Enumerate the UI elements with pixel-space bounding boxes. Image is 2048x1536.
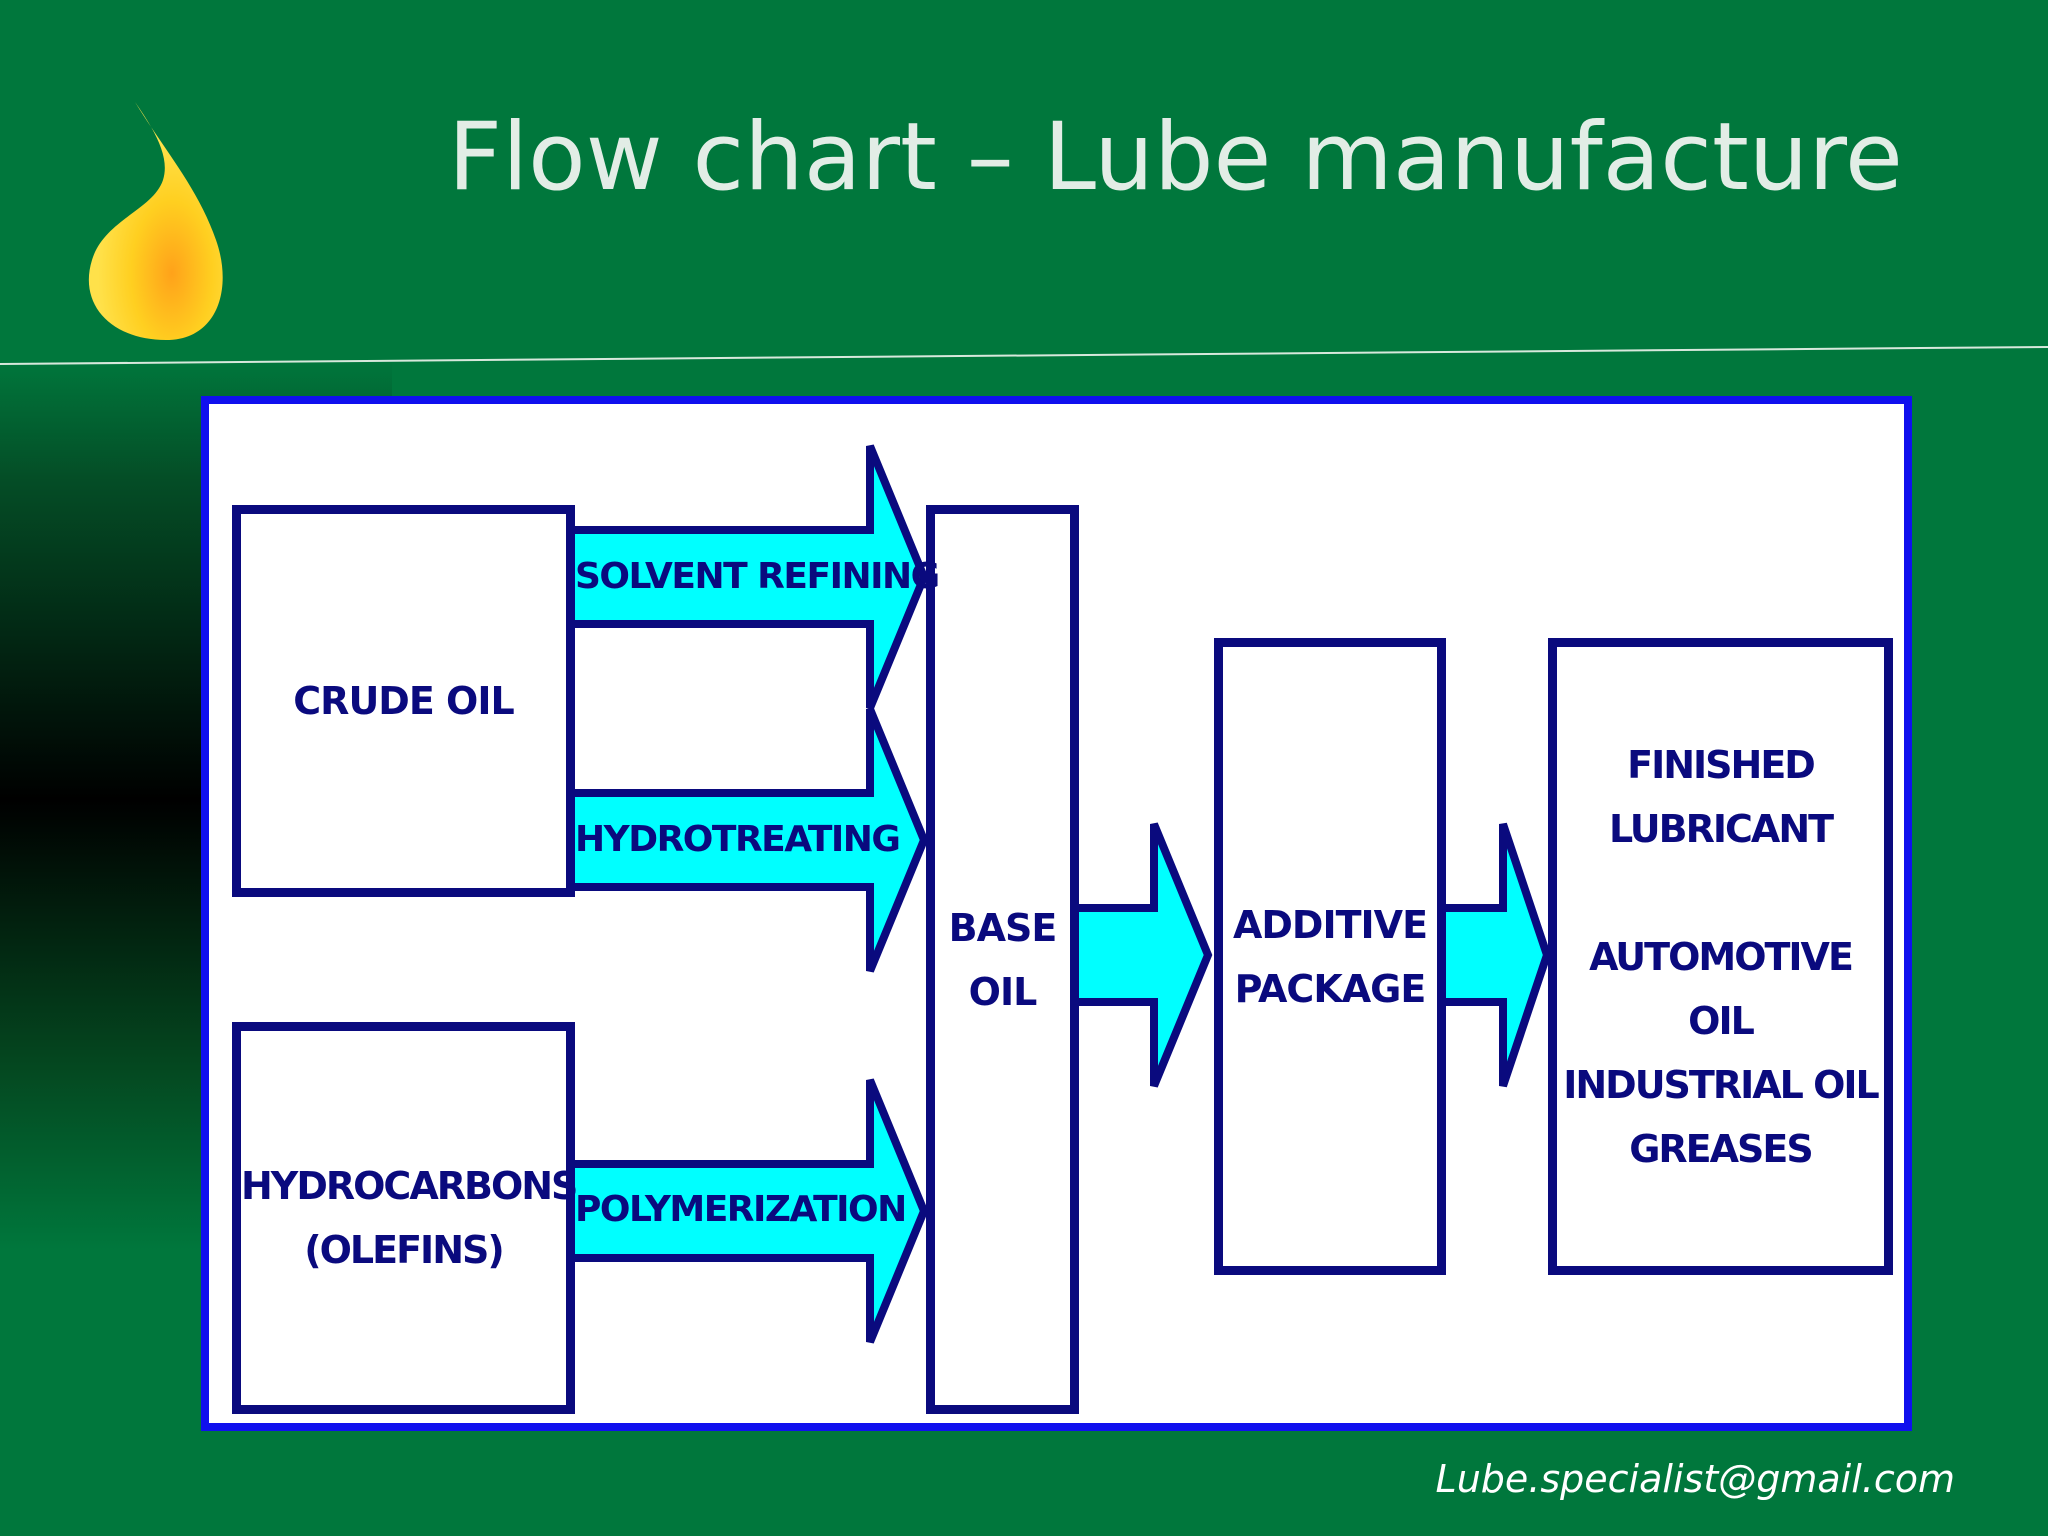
slide-title: Flow chart – Lube manufacture bbox=[448, 103, 1903, 212]
arrow-solvent-refining bbox=[567, 444, 929, 710]
arrow-polymerization bbox=[567, 1078, 929, 1344]
label-solvent-refining: SOLVENT REFINING bbox=[575, 556, 940, 597]
arrow-additive-to-finished bbox=[1435, 822, 1552, 1088]
node-crude-oil: CRUDE OIL bbox=[232, 505, 575, 897]
arrow-base-to-additive bbox=[1071, 822, 1213, 1088]
title-divider-line bbox=[0, 346, 2048, 365]
node-finished-lubricant-label: FINISHED LUBRICANT AUTOMOTIVE OIL INDUST… bbox=[1563, 742, 1880, 1171]
node-additive-package: ADDITIVE PACKAGE bbox=[1214, 638, 1446, 1275]
label-polymerization: POLYMERIZATION bbox=[575, 1189, 907, 1230]
flow-arrows bbox=[567, 444, 1552, 1344]
node-finished-lubricant: FINISHED LUBRICANT AUTOMOTIVE OIL INDUST… bbox=[1548, 638, 1893, 1275]
oil-drop-icon bbox=[88, 102, 223, 340]
node-base-oil-label: BASE OIL bbox=[948, 905, 1058, 1014]
contact-email: Lube.specialist@gmail.com bbox=[1435, 1457, 1955, 1501]
node-base-oil: BASE OIL bbox=[926, 505, 1079, 1414]
node-crude-oil-label: CRUDE OIL bbox=[293, 679, 514, 723]
arrow-hydrotreating bbox=[567, 707, 929, 973]
node-additive-package-label: ADDITIVE PACKAGE bbox=[1232, 902, 1428, 1011]
node-hydrocarbons-label: HYDROCARBONS (OLEFINS) bbox=[241, 1164, 578, 1272]
flow-diagram: CRUDE OIL HYDROCARBONS (OLEFINS) BASE OI… bbox=[201, 396, 1912, 1431]
node-hydrocarbons: HYDROCARBONS (OLEFINS) bbox=[232, 1022, 578, 1414]
label-hydrotreating: HYDROTREATING bbox=[575, 819, 901, 860]
